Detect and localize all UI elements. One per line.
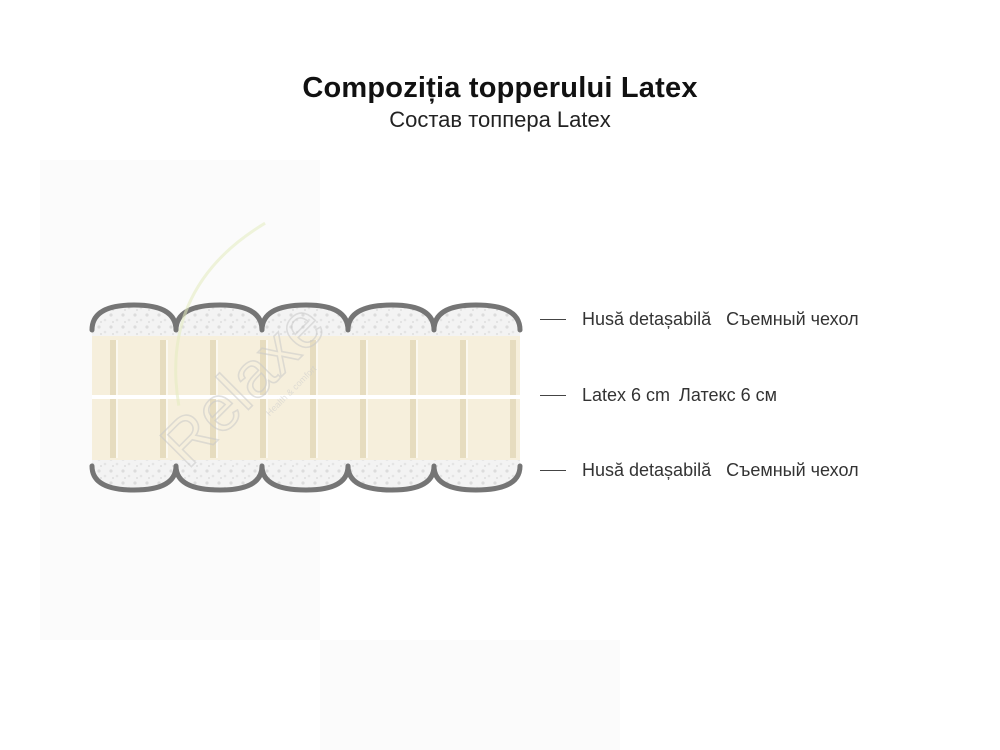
top-cover-fill <box>92 305 520 338</box>
layer-label-ro: Latex 6 cm <box>582 384 671 405</box>
title-block: Compoziția topperului Latex Состав топпе… <box>0 70 1000 134</box>
layer-label-ru: Съемный чехол <box>726 459 859 480</box>
page-title: Compoziția topperului Latex <box>302 72 698 104</box>
layer-label-ro: Husă detașabilă <box>582 459 712 480</box>
latex-core-layer <box>92 336 520 462</box>
layer-label-ru: Латекс 6 см <box>679 384 777 405</box>
page-subtitle: Состав топпера Latex <box>389 107 611 132</box>
top-cover-layer <box>89 302 523 338</box>
layer-label-bottom-cover: Husă detașabilă Съемный чехол <box>540 457 859 483</box>
bottom-cover-layer <box>89 460 523 493</box>
leader-line <box>540 394 566 396</box>
layer-label-latex: Latex 6 cm Латекс 6 см <box>540 382 777 408</box>
leader-line <box>540 318 566 320</box>
layer-label-top-cover: Husă detașabilă Съемный чехол <box>540 306 859 332</box>
layer-label-ro: Husă detașabilă <box>582 308 712 329</box>
top-cover-outline <box>89 302 523 333</box>
leader-line <box>540 469 566 471</box>
bottom-cover-outline <box>89 463 523 493</box>
layer-label-ru: Съемный чехол <box>726 308 859 329</box>
bottom-cover-fill <box>92 460 520 490</box>
background-panel-bottom <box>320 640 620 750</box>
